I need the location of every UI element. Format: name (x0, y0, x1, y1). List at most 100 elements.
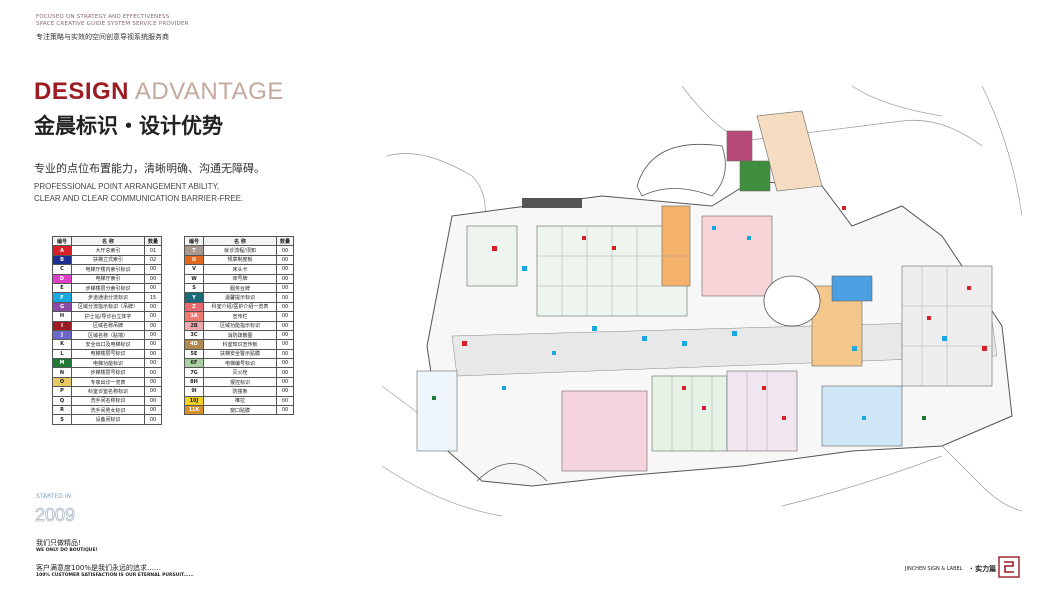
legend-code: L (52, 348, 72, 360)
legend-name: 区域名称（贴墙） (71, 329, 145, 341)
legend-name: 灭火栓 (203, 367, 277, 378)
motto-1-en: WE ONLY DO BOUTIQUE! (36, 548, 98, 553)
legend-name: 扶梯安全警示贴膜 (203, 348, 277, 360)
legend-code: 1A (184, 311, 204, 322)
legend-code: 6F (184, 358, 204, 369)
tagline-cn: 专注策略与实效的空间创意导视系统服务商 (36, 33, 169, 41)
legend-name: 服务台牌 (203, 282, 277, 294)
legend-code: A (52, 245, 72, 256)
legend-name: 电梯厅楼内索引标识 (71, 264, 145, 275)
legend-name: 窗口贴膜 (203, 405, 277, 416)
legend-count: 00 (276, 339, 294, 350)
page-title-en: DESIGN ADVANTAGE (34, 78, 284, 106)
legend-code: T (184, 245, 204, 256)
legend-count: 15 (144, 292, 162, 303)
brand-en: JINCHEN SIGN & LABEL (905, 566, 963, 572)
legend-code: 8H (184, 376, 204, 388)
legend-name: 步道通道分流标识 (71, 292, 145, 303)
legend-name: 电梯厅索引 (71, 273, 145, 284)
legend-code: 2B (184, 320, 204, 331)
legend-count: 00 (144, 348, 162, 360)
legend-code: U (184, 254, 204, 266)
legend-count: 00 (276, 311, 294, 322)
legend-name: 防撞条 (203, 386, 277, 397)
legend-count: 00 (144, 405, 162, 416)
legend-count: 00 (276, 264, 294, 275)
legend-count: 00 (276, 282, 294, 294)
legend-count: 00 (144, 367, 162, 378)
legend-count: 00 (144, 358, 162, 369)
legend-header-row: 编号 名 称 数量 (184, 235, 294, 247)
legend-count: 00 (144, 339, 162, 350)
legend-name: 科室知识宣传板 (203, 339, 277, 350)
legend-header-count: 数量 (276, 235, 294, 247)
motto-1-cn: 我们只做精品! (36, 539, 81, 547)
legend-code: Y (184, 292, 204, 303)
legend-count: 00 (276, 273, 294, 284)
founding-year: 2009 (35, 505, 76, 526)
legend-count: 00 (276, 358, 294, 369)
roof-band (522, 198, 582, 208)
legend-name: 大厅总索引 (71, 245, 145, 256)
subtitle-en: PROFESSIONAL POINT ARRANGEMENT ABILITY, … (34, 181, 243, 205)
legend-count: 00 (276, 395, 294, 407)
legend-code: Z (184, 301, 204, 313)
legend-count: 00 (276, 329, 294, 341)
legend-name: 步梯楼层分索引标识 (71, 282, 145, 294)
legend-name: 洗手间名称标识 (71, 395, 145, 407)
legend-header-row: 编号 名 称 数量 (52, 235, 162, 247)
legend-code: 5E (184, 348, 204, 360)
subtitle-en-line-1: PROFESSIONAL POINT ARRANGEMENT ABILITY, (34, 182, 220, 191)
legend-code: 9I (184, 386, 204, 397)
zone-pink-bottom (561, 390, 648, 472)
legend-name: 床号牌 (203, 273, 277, 284)
legend-code: R (52, 405, 72, 416)
page-title-cn: 金晨标识・设计优势 (34, 114, 223, 138)
title-word-design: DESIGN (34, 78, 130, 105)
legend-name: 消防疏散图 (203, 329, 277, 341)
legend-name: 区域分流指示标识（吊牌） (71, 301, 145, 313)
legend-code: O (52, 376, 72, 388)
legend-code: S (184, 282, 204, 294)
legend-code: N (52, 367, 72, 378)
legend-count: 00 (276, 320, 294, 331)
legend-count: 00 (144, 301, 162, 313)
legend-name: 扶梯立式索引 (71, 254, 145, 266)
legend-count: 00 (276, 301, 294, 313)
legend-name: 推拉 (203, 395, 277, 407)
legend-count: 01 (144, 245, 162, 256)
legend-count: 00 (144, 273, 162, 284)
zone-orange (661, 205, 691, 287)
legend-count: 00 (276, 367, 294, 378)
legend-header-name: 名 称 (203, 235, 277, 247)
legend-code: K (52, 339, 72, 350)
subtitle-en-line-2: CLEAR AND CLEAR COMMUNICATION BARRIER-FR… (34, 194, 244, 203)
zone-blue-bottom (821, 385, 903, 447)
motto-2-cn: 客户满意度100%是我们永远的追求…… (36, 564, 162, 572)
zone-blue-right (831, 275, 873, 302)
legend-name: 科室介绍/医护介绍一览表 (203, 301, 277, 313)
legend-count: 00 (276, 348, 294, 360)
legend-code: D (52, 273, 72, 284)
legend-count: 00 (276, 292, 294, 303)
legend-name: 电梯功能标识 (71, 358, 145, 369)
zone-pink (701, 215, 773, 297)
